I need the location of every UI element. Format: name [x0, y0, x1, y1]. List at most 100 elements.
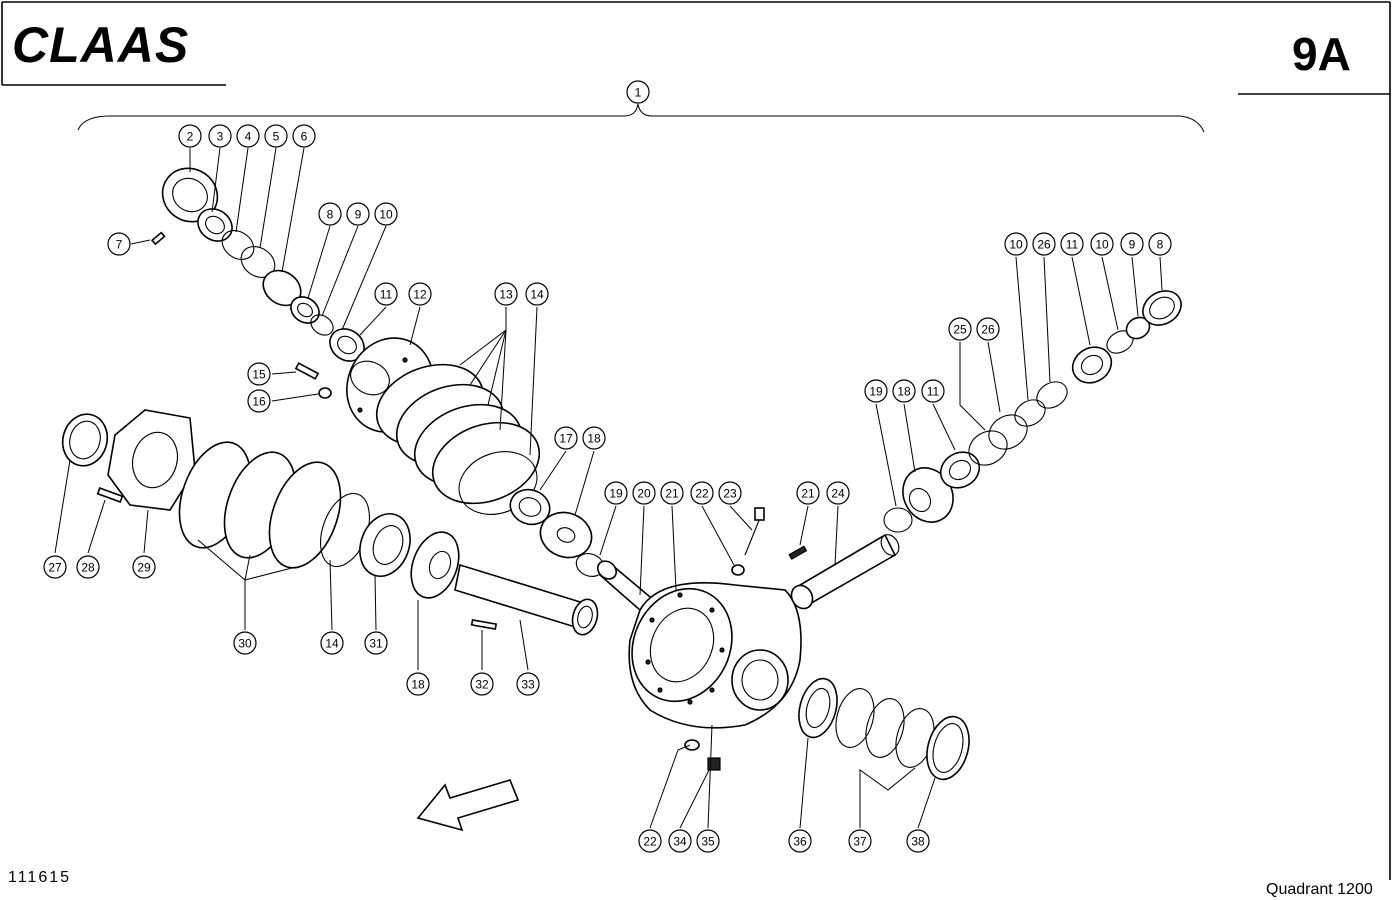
callout-circle — [346, 202, 370, 226]
callout-circle — [1120, 232, 1144, 256]
callout-label: 17 — [559, 432, 573, 446]
brand-logo: CLAAS — [12, 17, 189, 73]
part-8-seal-b — [1142, 290, 1182, 326]
callout-circle — [554, 426, 578, 450]
callout-label: 8 — [327, 208, 334, 222]
callout-circle — [632, 481, 656, 505]
callout-c32: 32 — [470, 672, 494, 696]
callout-circle — [374, 202, 398, 226]
callout-c17: 17 — [554, 426, 578, 450]
callout-circle — [178, 124, 202, 148]
callout-c14a: 14 — [525, 282, 549, 306]
callout-label: 11 — [380, 288, 393, 302]
callout-label: 22 — [695, 487, 709, 501]
callout-label: 18 — [897, 385, 911, 399]
callout-c1: 1 — [626, 80, 650, 104]
callout-c3: 3 — [208, 124, 232, 148]
part-25-shim — [968, 430, 1008, 466]
callout-circle — [292, 124, 316, 148]
callout-label: 20 — [637, 487, 651, 501]
part-19-ring-b — [883, 507, 913, 533]
callout-circle — [525, 282, 549, 306]
callout-label: 26 — [981, 323, 995, 337]
callout-c8a: 8 — [318, 202, 342, 226]
callout-label: 7 — [116, 238, 123, 252]
callout-circle — [976, 317, 1000, 341]
callout-c11b: 11 — [921, 379, 945, 403]
callout-circle — [718, 481, 742, 505]
callout-c18a: 18 — [582, 426, 606, 450]
callout-c21b: 21 — [796, 481, 820, 505]
callout-c29: 29 — [132, 555, 156, 579]
callout-label: 24 — [831, 487, 845, 501]
callout-label: 27 — [48, 561, 62, 575]
callout-c6: 6 — [292, 124, 316, 148]
callout-c8b: 8 — [1148, 232, 1172, 256]
callout-label: 13 — [499, 288, 513, 302]
callout-label: 28 — [81, 561, 95, 575]
callout-c15: 15 — [247, 362, 271, 386]
callout-circle — [247, 362, 271, 386]
part-31-bearing — [359, 513, 411, 577]
callout-label: 8 — [1157, 238, 1164, 252]
callout-label: 12 — [413, 288, 427, 302]
part-33-shaft — [454, 563, 599, 636]
callout-circle — [516, 672, 540, 696]
callout-circle — [364, 631, 388, 655]
callout-c24: 24 — [826, 481, 850, 505]
drawing-number: 111615 — [8, 869, 71, 886]
callout-circle — [76, 555, 100, 579]
callout-c26a: 26 — [976, 317, 1000, 341]
callout-label: 19 — [869, 385, 883, 399]
callout-c7: 7 — [107, 232, 131, 256]
callout-label: 25 — [953, 323, 967, 337]
callout-label: 31 — [369, 637, 383, 651]
callout-label: 14 — [325, 637, 339, 651]
part-18-gear-b — [902, 467, 954, 523]
callout-label: 6 — [301, 130, 308, 144]
callout-label: 30 — [238, 637, 252, 651]
callout-c14b: 14 — [320, 631, 344, 655]
callout-circle — [638, 829, 662, 853]
callout-circle — [1148, 232, 1172, 256]
part-37-shims — [835, 688, 935, 768]
callout-c34: 34 — [668, 829, 692, 853]
leader-lines — [54, 147, 1163, 829]
part-4-ring — [221, 230, 255, 260]
callout-circle — [948, 317, 972, 341]
callout-c26b: 26 — [1032, 232, 1056, 256]
callout-c27: 27 — [43, 555, 67, 579]
part-9-ring — [310, 314, 334, 336]
callout-label: 10 — [379, 208, 393, 222]
callout-c11a: 11 — [374, 282, 398, 306]
callout-label: 2 — [187, 130, 194, 144]
callout-circle — [604, 481, 628, 505]
callout-label: 38 — [911, 835, 925, 849]
callout-circle — [1032, 232, 1056, 256]
callout-label: 10 — [1009, 238, 1023, 252]
callout-c22b: 22 — [638, 829, 662, 853]
callout-circle — [470, 672, 494, 696]
callout-circle — [668, 829, 692, 853]
callout-c9a: 9 — [346, 202, 370, 226]
callout-c33: 33 — [516, 672, 540, 696]
callout-label: 19 — [609, 487, 623, 501]
callout-c37: 37 — [848, 829, 872, 853]
callout-label: 11 — [1066, 238, 1079, 252]
callout-label: 18 — [411, 678, 425, 692]
callout-c10a: 10 — [374, 202, 398, 226]
callout-label: 26 — [1037, 238, 1051, 252]
sheet-number: 9A — [1292, 28, 1351, 80]
part-15-bolt — [294, 362, 320, 380]
callout-label: 34 — [673, 835, 687, 849]
part-11-bearing-b — [939, 451, 981, 489]
callout-circle — [582, 426, 606, 450]
part-30-discs — [178, 441, 342, 569]
callout-circle — [864, 379, 888, 403]
part-14-snap-ring-a — [458, 451, 538, 515]
callout-circle — [208, 124, 232, 148]
part-18-gear-a — [539, 511, 593, 559]
callout-label: 23 — [723, 487, 737, 501]
